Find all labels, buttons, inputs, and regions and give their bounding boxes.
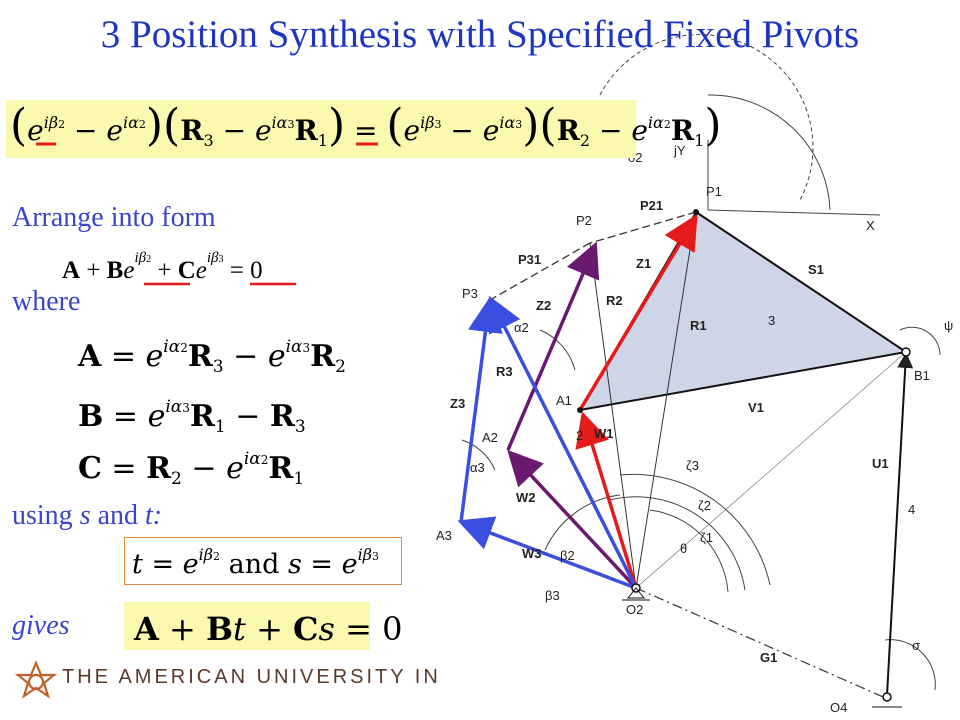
label-sigma: σ	[912, 638, 920, 653]
o2-b1-line	[635, 351, 907, 589]
gives-text: gives	[12, 610, 70, 641]
label-z2: Z2	[536, 298, 551, 313]
label-r2: R2	[606, 293, 623, 308]
label-z3: Z3	[450, 396, 465, 411]
label-beta2: β2	[560, 548, 575, 563]
using-text: using s and t:	[12, 500, 163, 531]
label-theta: θ	[680, 541, 687, 556]
o2-pivot	[622, 583, 650, 601]
label-p3: P3	[462, 286, 478, 301]
p1-point	[693, 209, 699, 215]
label-g1: G1	[760, 650, 777, 665]
label-x: X	[866, 218, 875, 233]
label-s1: S1	[808, 262, 824, 277]
v1-line	[579, 351, 907, 411]
zeta-arc-2	[619, 473, 771, 586]
label-w1: W1	[594, 426, 614, 441]
institution-name: THE AMERICAN UNIVERSITY IN	[62, 666, 441, 688]
svg-text:A + Bt + Cs = 0: A + Bt + Cs = 0	[133, 610, 402, 648]
definitions: A = eiα2R3 − eiα3R2 B = eiα3R1 − R3 C = …	[77, 337, 346, 489]
r2-vector	[589, 242, 637, 589]
arrange-text: Arrange into form	[12, 202, 216, 233]
w2-purple-arrow	[507, 449, 638, 590]
label-o4: O4	[830, 700, 847, 715]
z2-purple-arrow	[506, 241, 600, 451]
label-u1: U1	[872, 456, 889, 471]
alpha2-arc	[539, 329, 576, 371]
label-zeta1: ζ1	[700, 530, 713, 545]
label-r1: R1	[690, 318, 707, 333]
result-equation: A + Bt + Cs = 0	[133, 610, 402, 648]
label-w3: W3	[522, 546, 542, 561]
label-zeta3: ζ3	[686, 458, 699, 473]
def-c: C = R2 − eiα2R1	[78, 449, 304, 489]
label-link3: 3	[768, 313, 775, 328]
zeta-arc-3	[609, 496, 746, 591]
substitution-equation: t = eiβ2 and s = eiβ3	[132, 545, 379, 580]
label-b1: B1	[914, 368, 930, 383]
footer-band	[8, 658, 428, 710]
w1-red-arrow	[575, 411, 638, 589]
result-box	[124, 602, 370, 650]
substitution-box	[124, 537, 402, 585]
label-beta3: β3	[545, 588, 560, 603]
label-p1: P1	[706, 184, 722, 199]
delta-arc	[599, 34, 814, 201]
z3-blue-arrow	[459, 297, 503, 523]
s1-line	[695, 211, 907, 353]
z1-red-arrow	[578, 213, 698, 411]
label-p21: P21	[640, 198, 663, 213]
sigma-arc	[884, 639, 936, 691]
label-v1: V1	[748, 400, 764, 415]
label-p31: P31	[518, 252, 541, 267]
r3-blue-arrow	[488, 295, 638, 589]
a1-joint	[577, 407, 583, 413]
linkage-diagram: P1 P2 P3 P21 P31 A1 A2 A3 B1 O2 O4 S1 V1…	[420, 34, 960, 720]
alpha3-arc	[461, 439, 496, 471]
label-psi: ψ	[944, 318, 953, 333]
u1-link	[886, 352, 914, 696]
label-alpha2: α2	[514, 320, 529, 335]
svg-text:A + Beiβ2 + Ceiβ3 = 0: A + Beiβ2 + Ceiβ3 = 0	[62, 250, 263, 284]
svg-text:(eiβ2 − eiα2)(R3 − eiα3R1) = (: (eiβ2 − eiα2)(R3 − eiα3R1) = (eiβ3 − eiα…	[10, 100, 721, 151]
form-equation: A + Beiβ2 + Ceiβ3 = 0	[62, 250, 296, 286]
label-p2: P2	[576, 213, 592, 228]
label-a2: A2	[482, 430, 498, 445]
def-a: A = eiα2R3 − eiα3R2	[77, 337, 346, 377]
label-zeta2: ζ2	[698, 498, 711, 513]
label-z1: Z1	[636, 256, 651, 271]
zeta-arc-4	[649, 509, 729, 593]
w3-blue-arrow	[457, 516, 637, 590]
label-w2: W2	[516, 490, 536, 505]
university-logo-icon	[14, 660, 58, 699]
coupler-triangle	[580, 212, 906, 410]
label-link4: 4	[908, 502, 915, 517]
main-equation-box	[6, 100, 636, 158]
o4-pivot	[872, 692, 902, 708]
label-a1: A1	[556, 393, 572, 408]
label-jy: jY	[673, 143, 686, 158]
psi-arc	[899, 326, 941, 356]
slide-title: 3 Position Synthesis with Specified Fixe…	[100, 13, 860, 56]
ground-link	[635, 587, 891, 701]
label-link2: 2	[576, 428, 583, 443]
main-equation: (eiβ2 − eiα2)(R3 − eiα3R1) = (eiβ3 − eiα…	[10, 100, 721, 151]
b1-joint	[901, 347, 911, 357]
angle-arc	[707, 94, 831, 211]
label-r3: R3	[496, 364, 513, 379]
r1-vector	[635, 211, 697, 589]
label-alpha3: α3	[470, 460, 485, 475]
x-axis	[707, 209, 881, 216]
def-b: B = eiα3R1 − R3	[78, 397, 306, 437]
label-a3: A3	[436, 528, 452, 543]
label-o2: O2	[626, 602, 643, 617]
where-text: where	[12, 286, 81, 317]
svg-text:t = eiβ2 and s = eiβ3: t = eiβ2 and s = eiβ3	[132, 545, 379, 580]
